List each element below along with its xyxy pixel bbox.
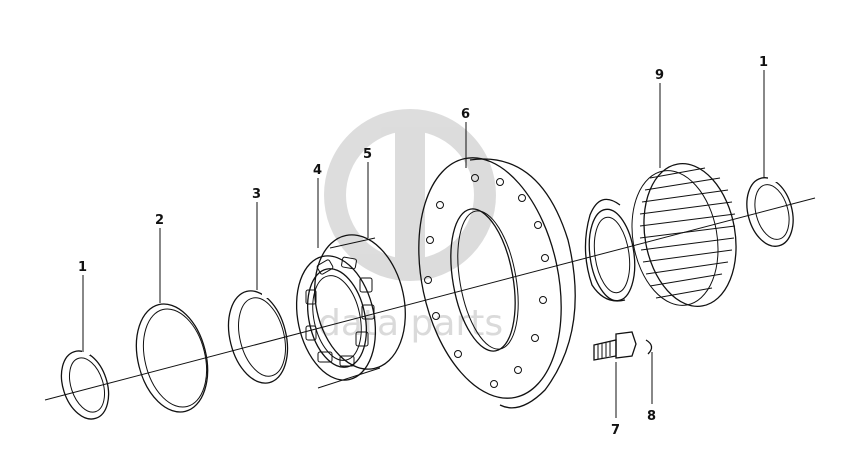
callout-3: 3: [252, 187, 261, 202]
roller-bearing: [295, 234, 406, 389]
watermark-logo: data parts: [318, 109, 503, 344]
watermark-text: data parts: [318, 303, 503, 344]
callout-2: 2: [155, 213, 164, 228]
callout-7: 7: [611, 423, 620, 438]
flat-ring: [135, 303, 209, 413]
callout-6: 6: [461, 107, 470, 122]
callout-leaders: [82, 70, 765, 418]
flange-plate: [418, 157, 576, 409]
callout-5: 5: [363, 147, 372, 162]
snap-ring-left: [60, 349, 110, 420]
split-ring: [227, 288, 289, 384]
retaining-clip: [645, 339, 653, 355]
callout-1-left: 1: [78, 260, 87, 275]
callout-1-right: 1: [759, 55, 768, 70]
callout-4: 4: [313, 163, 322, 178]
callout-8: 8: [647, 409, 656, 424]
gear-hub: [584, 163, 737, 307]
snap-ring-right: [746, 176, 794, 247]
bolt: [593, 331, 637, 361]
callout-9: 9: [655, 68, 664, 83]
callout-labels: 1 2 3 4 5 6 7 8 9 1: [78, 55, 768, 438]
